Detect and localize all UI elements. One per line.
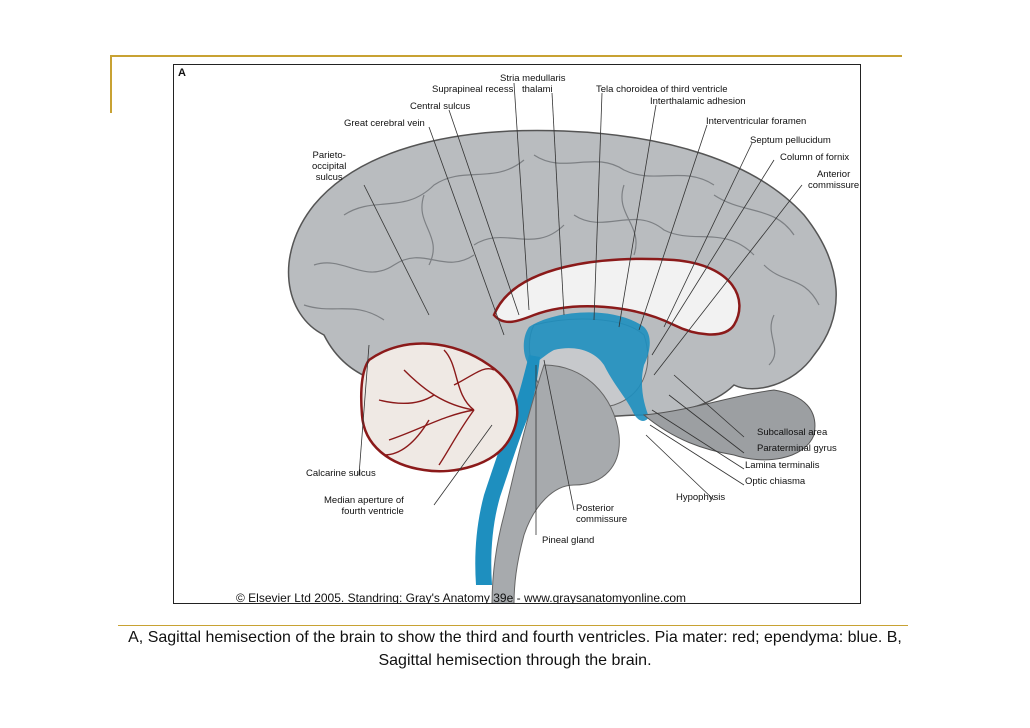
left-rule [110, 55, 112, 113]
leader-lines [358, 82, 803, 535]
label-posterior-commissure: Posterior commissure [576, 503, 628, 525]
third-ventricle [523, 312, 650, 421]
brain-illustration [287, 82, 837, 603]
label-septum-pellucidum: Septum pellucidum [750, 135, 831, 146]
label-interventricular-foramen: Interventricular foramen [706, 116, 807, 127]
panel-letter: A [178, 67, 186, 79]
label-paraterminal-gyrus: Paraterminal gyrus [757, 443, 837, 454]
label-central-sulcus: Central sulcus [410, 101, 471, 112]
label-subcallosal-area: Subcallosal area [757, 427, 828, 438]
label-lamina-terminalis: Lamina terminalis [745, 460, 820, 471]
label-median-aperture: Median aperture of fourth ventricle [324, 495, 404, 517]
aqueduct [475, 355, 540, 585]
label-parieto-occipital-sulcus: Parieto- occipital sulcus [312, 150, 347, 183]
label-column-of-fornix: Column of fornix [780, 152, 850, 163]
label-great-cerebral-vein: Great cerebral vein [344, 118, 425, 129]
corpus-callosum-outline [492, 257, 741, 336]
bottom-rule [118, 625, 908, 626]
gyri-lines [303, 154, 820, 366]
top-rule [112, 55, 902, 57]
label-calcarine-sulcus: Calcarine sulcus [306, 468, 376, 479]
temporal-lobe [642, 389, 816, 461]
arbor-vitae [378, 349, 495, 466]
copyright-line: © Elsevier Ltd 2005. Standring: Gray's A… [236, 591, 687, 604]
label-stria-medullaris: Stria medullaris [500, 73, 566, 84]
label-optic-chiasma: Optic chiasma [745, 476, 806, 487]
cerebellum [360, 342, 519, 473]
label-anterior-commissure: Anterior commissure [808, 169, 860, 191]
anatomy-figure: A Stria medullaris thalami Suprapineal r… [173, 64, 861, 604]
label-suprapineal-recess: Suprapineal recess [432, 84, 514, 95]
label-thalami: thalami [522, 84, 553, 95]
label-interthalamic-adhesion: Interthalamic adhesion [650, 96, 746, 107]
figure-caption: A, Sagittal hemisection of the brain to … [128, 629, 902, 669]
brainstem [491, 364, 620, 603]
label-tela-choroidea: Tela choroidea of third ventricle [596, 84, 728, 95]
label-hypophysis: Hypophysis [676, 492, 726, 503]
label-pineal-gland: Pineal gland [542, 535, 595, 546]
